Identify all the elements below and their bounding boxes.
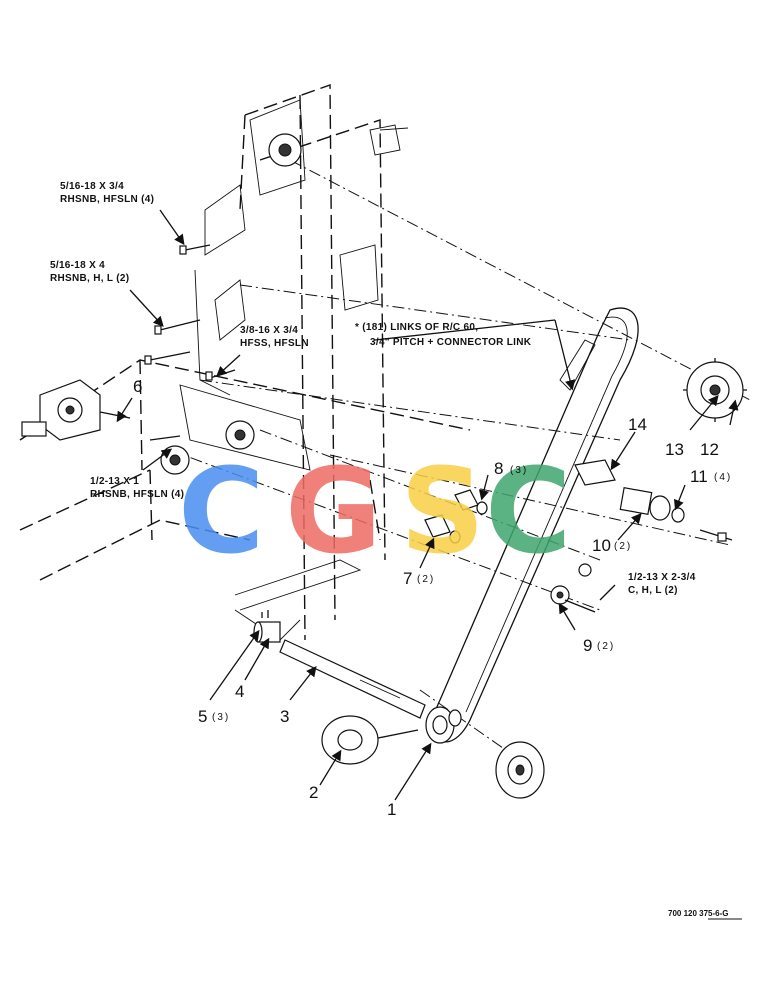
note-2-line-1: 5/16-18 X 4 <box>50 260 105 271</box>
sprocket-lower <box>495 741 545 799</box>
leader-lines <box>116 209 739 801</box>
callout-9: 9 <box>583 636 592 655</box>
watermark-logo: C G S C <box>178 442 572 580</box>
note-1-line-1: 5/16-18 X 3/4 <box>60 181 124 192</box>
note-4-line-2: 3/4" PITCH + CONNECTOR LINK <box>370 337 532 348</box>
note-6-line-1: 1/2-13 X 2-3/4 <box>628 572 696 583</box>
note-1-line-2: RHSNB, HFSLN (4) <box>60 194 154 205</box>
callout-11: 11 <box>690 467 708 486</box>
note-4-line-1: * (181) LINKS OF R/C 60, <box>355 322 478 333</box>
callout-2: 2 <box>309 783 318 802</box>
sprocket-1 <box>425 706 462 744</box>
shaft-centerlines <box>169 159 751 761</box>
note-3-line-2: HFSS, HFSLN <box>240 338 309 349</box>
note-5-line-2: RHSNB, HFSLN (4) <box>90 489 184 500</box>
callout-7-qty: (2) <box>417 574 435 585</box>
callout-6: 6 <box>133 377 142 396</box>
callout-14: 14 <box>628 415 647 434</box>
gearbox <box>21 379 131 441</box>
washer-11 <box>649 495 685 523</box>
callout-3: 3 <box>280 707 289 726</box>
plate-8 <box>454 489 488 515</box>
bolt-right <box>699 529 733 542</box>
callout-9-qty: (2) <box>597 641 615 652</box>
callout-13: 13 <box>665 440 684 459</box>
callout-1: 1 <box>387 800 396 819</box>
callout-8-qty: (3) <box>510 465 528 476</box>
drawing-number: 700 120 375-6-G <box>668 909 729 918</box>
note-2-line-2: RHSNB, H, L (2) <box>50 273 129 284</box>
callout-12: 12 <box>700 440 719 459</box>
callout-4: 4 <box>235 682 244 701</box>
note-6-line-2: C, H, L (2) <box>628 585 678 596</box>
callout-11-qty: (4) <box>714 472 732 483</box>
shaft-3 <box>279 639 426 719</box>
note-3-line-1: 3/8-16 X 3/4 <box>240 325 298 336</box>
watermark-letter-c2: C <box>485 442 572 580</box>
plate-7 <box>424 514 461 544</box>
watermark-letter-g: G <box>285 442 382 580</box>
watermark-letter-s: S <box>400 442 485 580</box>
callout-8: 8 <box>494 459 503 478</box>
hardware-notes: 5/16-18 X 3/4 RHSNB, HFSLN (4) 5/16-18 X… <box>50 181 696 596</box>
callout-5-qty: (3) <box>212 712 230 723</box>
callout-7: 7 <box>403 569 412 588</box>
note-5-line-1: 1/2-13 X 1 <box>90 476 139 487</box>
bearing-lower <box>160 420 255 475</box>
block-10 <box>619 487 653 515</box>
bolts-left <box>144 244 236 441</box>
sprocket-13 <box>683 358 747 422</box>
callout-10: 10 <box>592 536 611 555</box>
watermark-letter-c1: C <box>178 442 265 580</box>
callout-5: 5 <box>198 707 207 726</box>
sprocket-9 <box>550 563 596 613</box>
bracket-14 <box>574 459 616 486</box>
part-callouts: 6 14 13 12 11 (4) 8 (3) 10 (2) 7 (2) 9 (… <box>133 377 732 819</box>
callout-10-qty: (2) <box>614 541 632 552</box>
bearing-upper <box>268 133 302 167</box>
collar-4 <box>253 610 281 643</box>
